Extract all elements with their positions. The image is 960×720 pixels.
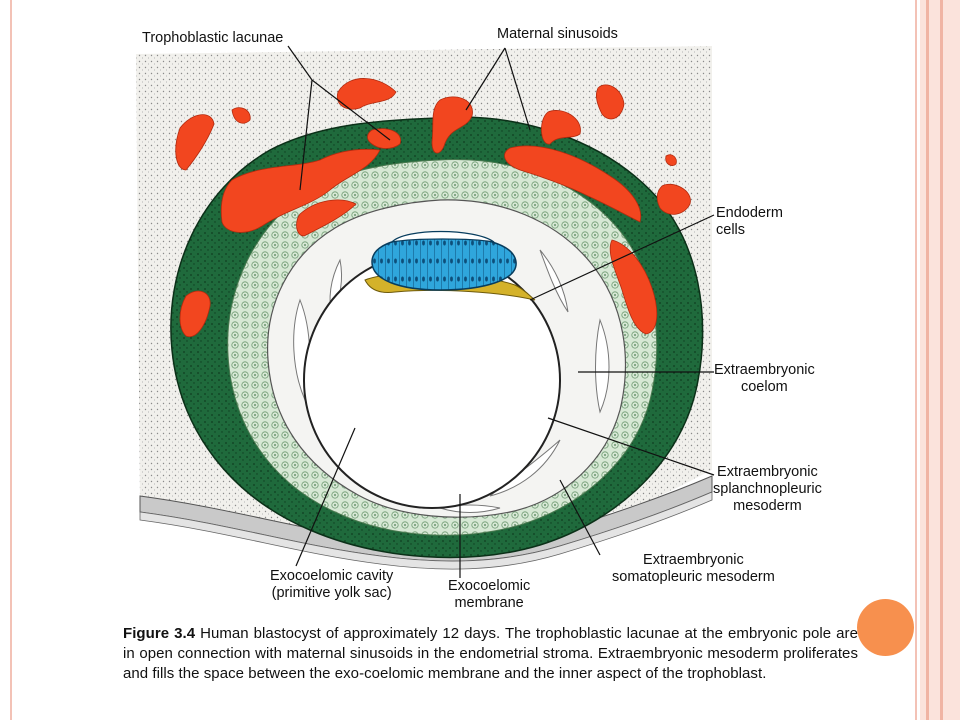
label-text: Maternal sinusoids bbox=[497, 26, 618, 42]
slide-frame bbox=[10, 0, 917, 720]
lacunae-sinusoids bbox=[175, 78, 691, 338]
caption-text: Human blastocyst of approximately 12 day… bbox=[123, 625, 858, 682]
label-text: splanchnopleuric bbox=[713, 481, 822, 497]
label-maternal-sinusoids: Maternal sinusoids bbox=[497, 26, 618, 43]
figure-caption: Figure 3.4 Human blastocyst of approxima… bbox=[123, 624, 858, 684]
label-exocoelomic-membrane: Exocoelomic membrane bbox=[448, 578, 530, 612]
label-somatopleuric-mesoderm: Extraembryonic somatopleuric mesoderm bbox=[612, 552, 775, 586]
label-endoderm-cells: Endoderm cells bbox=[716, 205, 783, 239]
label-splanchnopleuric-mesoderm: Extraembryonic splanchnopleuric mesoderm bbox=[713, 464, 822, 515]
label-trophoblastic-lacunae: Trophoblastic lacunae bbox=[142, 30, 283, 47]
label-text: coelom bbox=[740, 379, 788, 395]
label-text: Endoderm bbox=[716, 205, 783, 221]
epiblast-disc bbox=[371, 235, 517, 291]
border-stripe bbox=[940, 0, 943, 720]
amniotic-cavity bbox=[390, 230, 495, 243]
caption-figure-ref: Figure 3.4 bbox=[123, 625, 196, 642]
label-exocoelomic-cavity: Exocoelomic cavity (primitive yolk sac) bbox=[270, 568, 393, 602]
label-text: cells bbox=[716, 222, 746, 238]
label-text: Exocoelomic cavity bbox=[270, 568, 394, 584]
right-border-decoration bbox=[920, 0, 960, 720]
label-text: Extraembryonic bbox=[714, 362, 815, 378]
label-text: Extraembryonic bbox=[643, 552, 744, 568]
label-text: somatopleuric mesoderm bbox=[612, 569, 775, 585]
uterine-epithelium-lower bbox=[139, 491, 713, 570]
label-text: membrane bbox=[454, 595, 524, 611]
label-text: Exocoelomic bbox=[448, 578, 531, 594]
label-extraembryonic-coelom: Extraembryonic coelom bbox=[714, 362, 815, 396]
label-text: Trophoblastic lacunae bbox=[142, 30, 284, 46]
label-text: mesoderm bbox=[733, 498, 802, 514]
border-stripe bbox=[926, 0, 929, 720]
label-text: Extraembryonic bbox=[717, 464, 818, 480]
label-text: (primitive yolk sac) bbox=[271, 585, 392, 601]
leader-lines bbox=[287, 45, 715, 578]
accent-circle bbox=[857, 599, 914, 656]
